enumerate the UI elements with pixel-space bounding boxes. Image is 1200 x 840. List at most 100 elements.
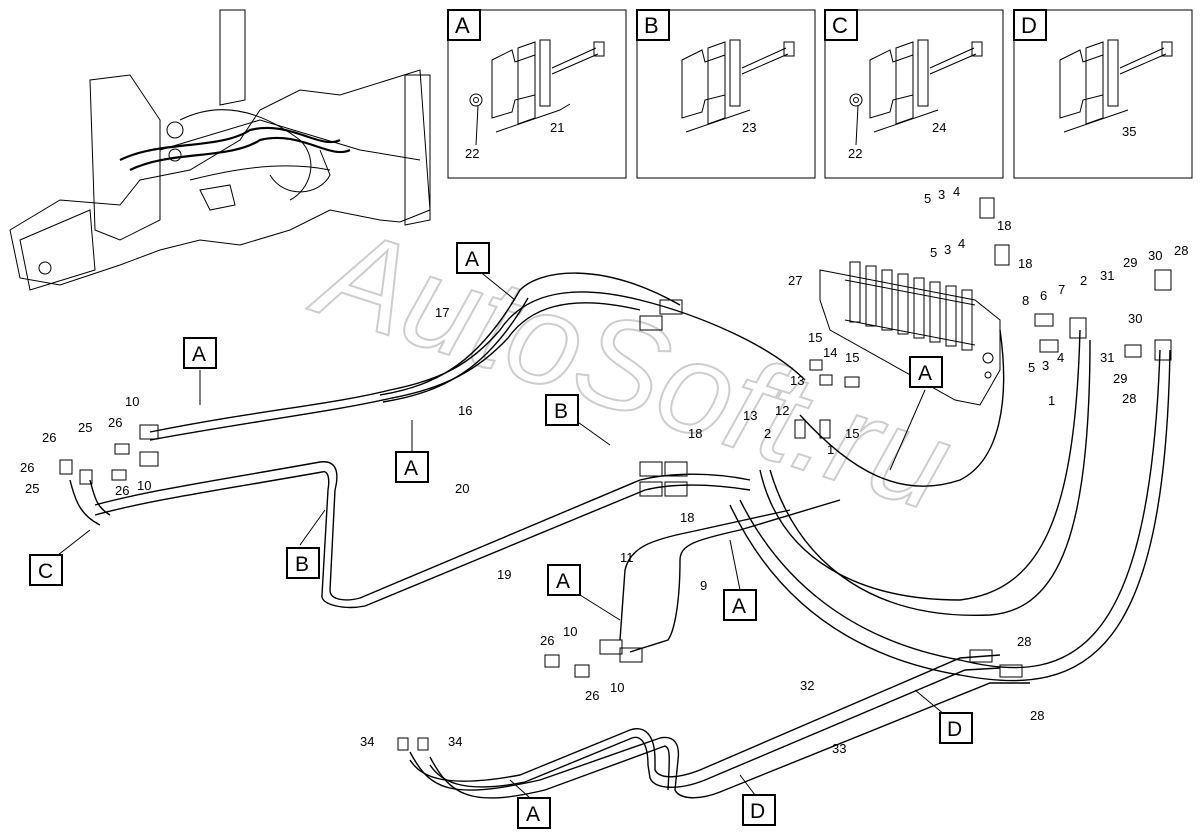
svg-text:30: 30 bbox=[1148, 248, 1162, 263]
svg-text:16: 16 bbox=[458, 403, 472, 418]
svg-text:13: 13 bbox=[790, 373, 804, 388]
svg-text:5: 5 bbox=[1028, 360, 1035, 375]
detail-box-d: D 35 bbox=[1013, 9, 1193, 179]
svg-text:26: 26 bbox=[540, 633, 554, 648]
svg-text:20: 20 bbox=[455, 481, 469, 496]
detail-box-a: A 21 22 bbox=[447, 9, 627, 179]
svg-text:D: D bbox=[947, 718, 962, 741]
callout-a-bottom: A bbox=[509, 779, 551, 829]
svg-text:1: 1 bbox=[1048, 393, 1055, 408]
svg-text:4: 4 bbox=[1057, 350, 1064, 365]
svg-text:10: 10 bbox=[563, 624, 577, 639]
callout-b-lower: B bbox=[286, 509, 326, 579]
svg-text:10: 10 bbox=[125, 394, 139, 409]
callout-d-right: D bbox=[914, 689, 973, 744]
svg-text:31: 31 bbox=[1100, 350, 1114, 365]
watermark: AutoSoft.ru bbox=[297, 196, 967, 538]
svg-text:3: 3 bbox=[938, 187, 945, 202]
callout-c: C bbox=[29, 529, 91, 586]
svg-text:5: 5 bbox=[930, 245, 937, 260]
svg-text:23: 23 bbox=[742, 120, 756, 135]
svg-text:15: 15 bbox=[808, 330, 822, 345]
svg-text:7: 7 bbox=[1058, 282, 1065, 297]
svg-text:19: 19 bbox=[497, 567, 511, 582]
svg-text:D: D bbox=[1021, 13, 1037, 38]
svg-text:29: 29 bbox=[1113, 371, 1127, 386]
svg-text:25: 25 bbox=[25, 481, 39, 496]
svg-text:C: C bbox=[38, 560, 53, 583]
svg-text:28: 28 bbox=[1030, 708, 1044, 723]
svg-text:B: B bbox=[554, 400, 568, 423]
svg-text:A: A bbox=[404, 457, 418, 480]
svg-text:5: 5 bbox=[924, 191, 931, 206]
callout-a-upper: A bbox=[456, 242, 516, 301]
callout-a-right: A bbox=[889, 356, 943, 471]
svg-text:4: 4 bbox=[953, 184, 960, 199]
svg-text:9: 9 bbox=[700, 578, 707, 593]
svg-text:12: 12 bbox=[775, 403, 789, 418]
part-number-labels: 26 25 26 25 26 10 26 10 17 16 20 19 18 1… bbox=[20, 184, 1188, 756]
svg-text:D: D bbox=[750, 800, 765, 823]
svg-text:10: 10 bbox=[610, 680, 624, 695]
svg-text:A: A bbox=[732, 595, 746, 618]
svg-text:2: 2 bbox=[764, 426, 771, 441]
callout-a-mid: A bbox=[395, 420, 429, 483]
svg-text:18: 18 bbox=[680, 510, 694, 525]
svg-text:26: 26 bbox=[108, 415, 122, 430]
svg-text:1: 1 bbox=[827, 442, 834, 457]
callout-a-left: A bbox=[183, 337, 217, 405]
svg-text:26: 26 bbox=[20, 460, 34, 475]
svg-text:28: 28 bbox=[1017, 634, 1031, 649]
svg-text:27: 27 bbox=[788, 273, 802, 288]
svg-text:A: A bbox=[192, 343, 206, 366]
svg-text:8: 8 bbox=[1022, 293, 1029, 308]
svg-text:34: 34 bbox=[360, 734, 374, 749]
svg-text:18: 18 bbox=[1018, 256, 1032, 271]
svg-text:18: 18 bbox=[997, 218, 1011, 233]
svg-text:A: A bbox=[465, 248, 479, 271]
svg-text:A: A bbox=[526, 803, 540, 826]
svg-text:B: B bbox=[644, 13, 659, 38]
svg-text:22: 22 bbox=[465, 146, 479, 161]
svg-text:34: 34 bbox=[448, 734, 462, 749]
svg-text:28: 28 bbox=[1122, 391, 1136, 406]
svg-text:A: A bbox=[918, 362, 932, 385]
svg-text:C: C bbox=[832, 13, 848, 38]
svg-text:A: A bbox=[556, 570, 570, 593]
machine-frame-sketch bbox=[9, 9, 431, 291]
svg-text:10: 10 bbox=[137, 478, 151, 493]
callout-a-mid-right: A bbox=[723, 539, 757, 621]
svg-text:26: 26 bbox=[115, 483, 129, 498]
svg-text:17: 17 bbox=[435, 305, 449, 320]
svg-text:15: 15 bbox=[845, 350, 859, 365]
svg-text:A: A bbox=[455, 13, 470, 38]
detail-box-c: C 24 22 bbox=[824, 9, 1004, 179]
svg-text:2: 2 bbox=[1080, 273, 1087, 288]
svg-text:24: 24 bbox=[932, 120, 946, 135]
svg-text:11: 11 bbox=[620, 550, 634, 565]
svg-text:30: 30 bbox=[1128, 311, 1142, 326]
control-valve-block bbox=[819, 261, 1001, 406]
svg-text:35: 35 bbox=[1122, 124, 1136, 139]
svg-text:31: 31 bbox=[1100, 268, 1114, 283]
svg-text:21: 21 bbox=[550, 120, 564, 135]
svg-text:13: 13 bbox=[743, 408, 757, 423]
callout-d-bottom: D bbox=[739, 774, 776, 826]
svg-text:15: 15 bbox=[845, 426, 859, 441]
svg-text:18: 18 bbox=[688, 426, 702, 441]
detail-box-b: B 23 bbox=[636, 9, 816, 179]
svg-text:26: 26 bbox=[42, 430, 56, 445]
svg-text:32: 32 bbox=[800, 678, 814, 693]
svg-text:28: 28 bbox=[1174, 243, 1188, 258]
fittings bbox=[59, 197, 1172, 751]
callout-a-lower: A bbox=[547, 564, 621, 621]
svg-text:4: 4 bbox=[958, 236, 965, 251]
svg-text:3: 3 bbox=[1042, 358, 1049, 373]
svg-text:25: 25 bbox=[78, 420, 92, 435]
svg-text:B: B bbox=[295, 553, 309, 576]
svg-text:3: 3 bbox=[944, 242, 951, 257]
svg-text:14: 14 bbox=[823, 345, 837, 360]
svg-text:26: 26 bbox=[585, 688, 599, 703]
svg-text:29: 29 bbox=[1123, 255, 1137, 270]
